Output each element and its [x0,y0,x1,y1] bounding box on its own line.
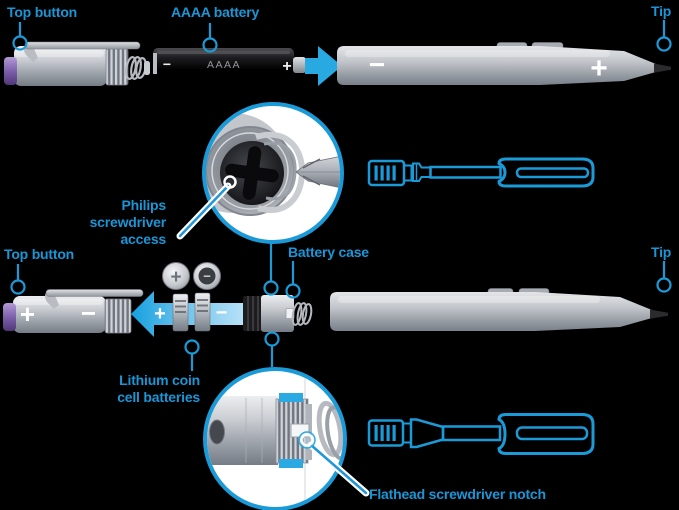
top-button-label-2: Top button [4,246,75,262]
top-button-1-ring [12,35,28,51]
bottom-pen-cap-body [13,296,106,333]
philips-access-label: Philips screwdriver access [36,197,167,248]
pen-tip-1 [654,63,671,73]
inset-case-hole [209,419,225,445]
tip-2-ring [656,277,672,293]
philips-pointer-line [178,184,230,238]
top-pen-clip [24,41,141,50]
thread-highlight-bottom [279,459,303,468]
top-button-label-1: Top button [7,4,78,20]
top-pen-cap [4,41,150,86]
top-pen-cap-body [14,46,107,86]
cap2-plus-mark: + [20,299,35,329]
inset-connector-ring-1 [263,280,279,296]
top-button-2 [3,303,16,331]
battery-case-spring [291,302,313,326]
flathead-blade [409,418,445,449]
philips-handle [497,157,595,188]
lithium-line1: Lithium coin [119,372,200,388]
lithium-line2: cell batteries [117,389,200,405]
top-pen-body [337,42,671,85]
aaaa-battery-ring [202,37,218,53]
battery-minus-mark: − [163,56,171,72]
flathead-label: Flathead screwdriver notch [369,486,546,502]
philips-access-line3: access [120,231,166,247]
pen1-minus-mark: − [369,49,385,80]
battery-plus-mark: + [282,58,291,75]
aaaa-battery [153,48,306,79]
bottom-pen-cap-threads [104,298,132,334]
battery-case-cylinder [261,295,294,332]
coin-cell-plus: + [162,262,190,290]
philips-bit-outline [412,162,432,182]
battery-case-label: Battery case [288,244,369,260]
philips-pointer-ring [223,175,237,189]
flathead-pointer-ring [300,433,314,447]
top-pen-cap-threads [105,48,129,86]
philips-inset [202,102,344,244]
philips-access-line2: screwdriver [89,214,167,230]
insert-arrow-right [305,46,342,86]
cap-contact [144,61,150,75]
battery-contact [153,53,157,74]
flathead-handle [497,413,595,455]
flathead-pointer-line [309,443,368,495]
bottom-pen-clip [45,289,144,297]
arrow-plus-mark: + [154,303,166,325]
battery-name-mark: AAAA [207,59,241,71]
flathead-inset-border [203,367,347,510]
flathead-shaft [441,425,502,442]
bottom-pen-cap [3,289,144,334]
pen1-plus-mark: + [590,52,608,85]
inset-connector-ring-2 [264,331,280,347]
philips-access-line1: Philips [121,197,167,213]
callouts [10,20,672,371]
philips-inset-border [202,102,344,244]
inset-spring-inner [263,141,297,201]
flathead-screwdriver-art [367,413,595,455]
bottom-pen-body [330,288,668,331]
markings: − AAAA + − + + − + − [20,49,608,329]
battery-case-part [243,295,313,332]
philips-shaft [429,165,502,179]
tip-label-1: Tip [651,3,672,19]
philips-screwdriver-art [367,157,595,188]
flathead-inset [203,367,347,510]
lithium-ring [184,339,200,355]
tip-label-2: Tip [651,244,672,260]
coin-cell-edge-1 [172,293,189,332]
coin-plus-symbol: + [170,267,181,288]
philips-bit [295,155,340,189]
coin-minus-symbol: − [203,269,211,284]
coin-cell-edge-2 [194,292,211,332]
coin-cell-minus: − [193,262,221,290]
pen-tip-2 [650,309,668,319]
thread-highlight-top [279,393,303,402]
cap2-minus-mark: − [81,298,96,328]
aaaa-battery-label: AAAA battery [171,4,260,20]
lithium-label: Lithium coin cell batteries [70,372,200,406]
tip-1-ring [656,36,672,52]
top-button-1 [4,57,17,85]
battery-case-ring [285,283,301,299]
top-button-2-ring [10,279,26,295]
philips-screw-cross [225,146,279,200]
arrow-minus-mark: − [216,302,228,324]
insert-arrow-left [131,291,247,337]
battery-nub [293,57,306,73]
